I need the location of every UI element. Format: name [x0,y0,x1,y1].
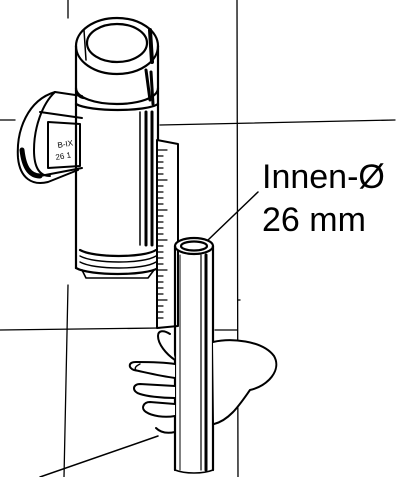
fitting-label-line1: B-IX [57,138,75,150]
measuring-ruler [156,139,179,329]
cartridge-shading [83,28,155,247]
wall-bracket [16,91,83,184]
inner-diameter-label: Innen-Ø [262,158,385,196]
inner-diameter-value: 26 mm [262,201,366,239]
fitting-label: B-IX 26 1 [55,138,75,162]
filter-cartridge [74,16,160,279]
hand [128,330,278,434]
callout-leader-line [207,191,259,241]
pipe [173,236,215,474]
ruler-ticks [157,149,168,319]
bottom-leader-line [39,435,159,477]
fitting-label-line2: 26 1 [55,150,72,162]
